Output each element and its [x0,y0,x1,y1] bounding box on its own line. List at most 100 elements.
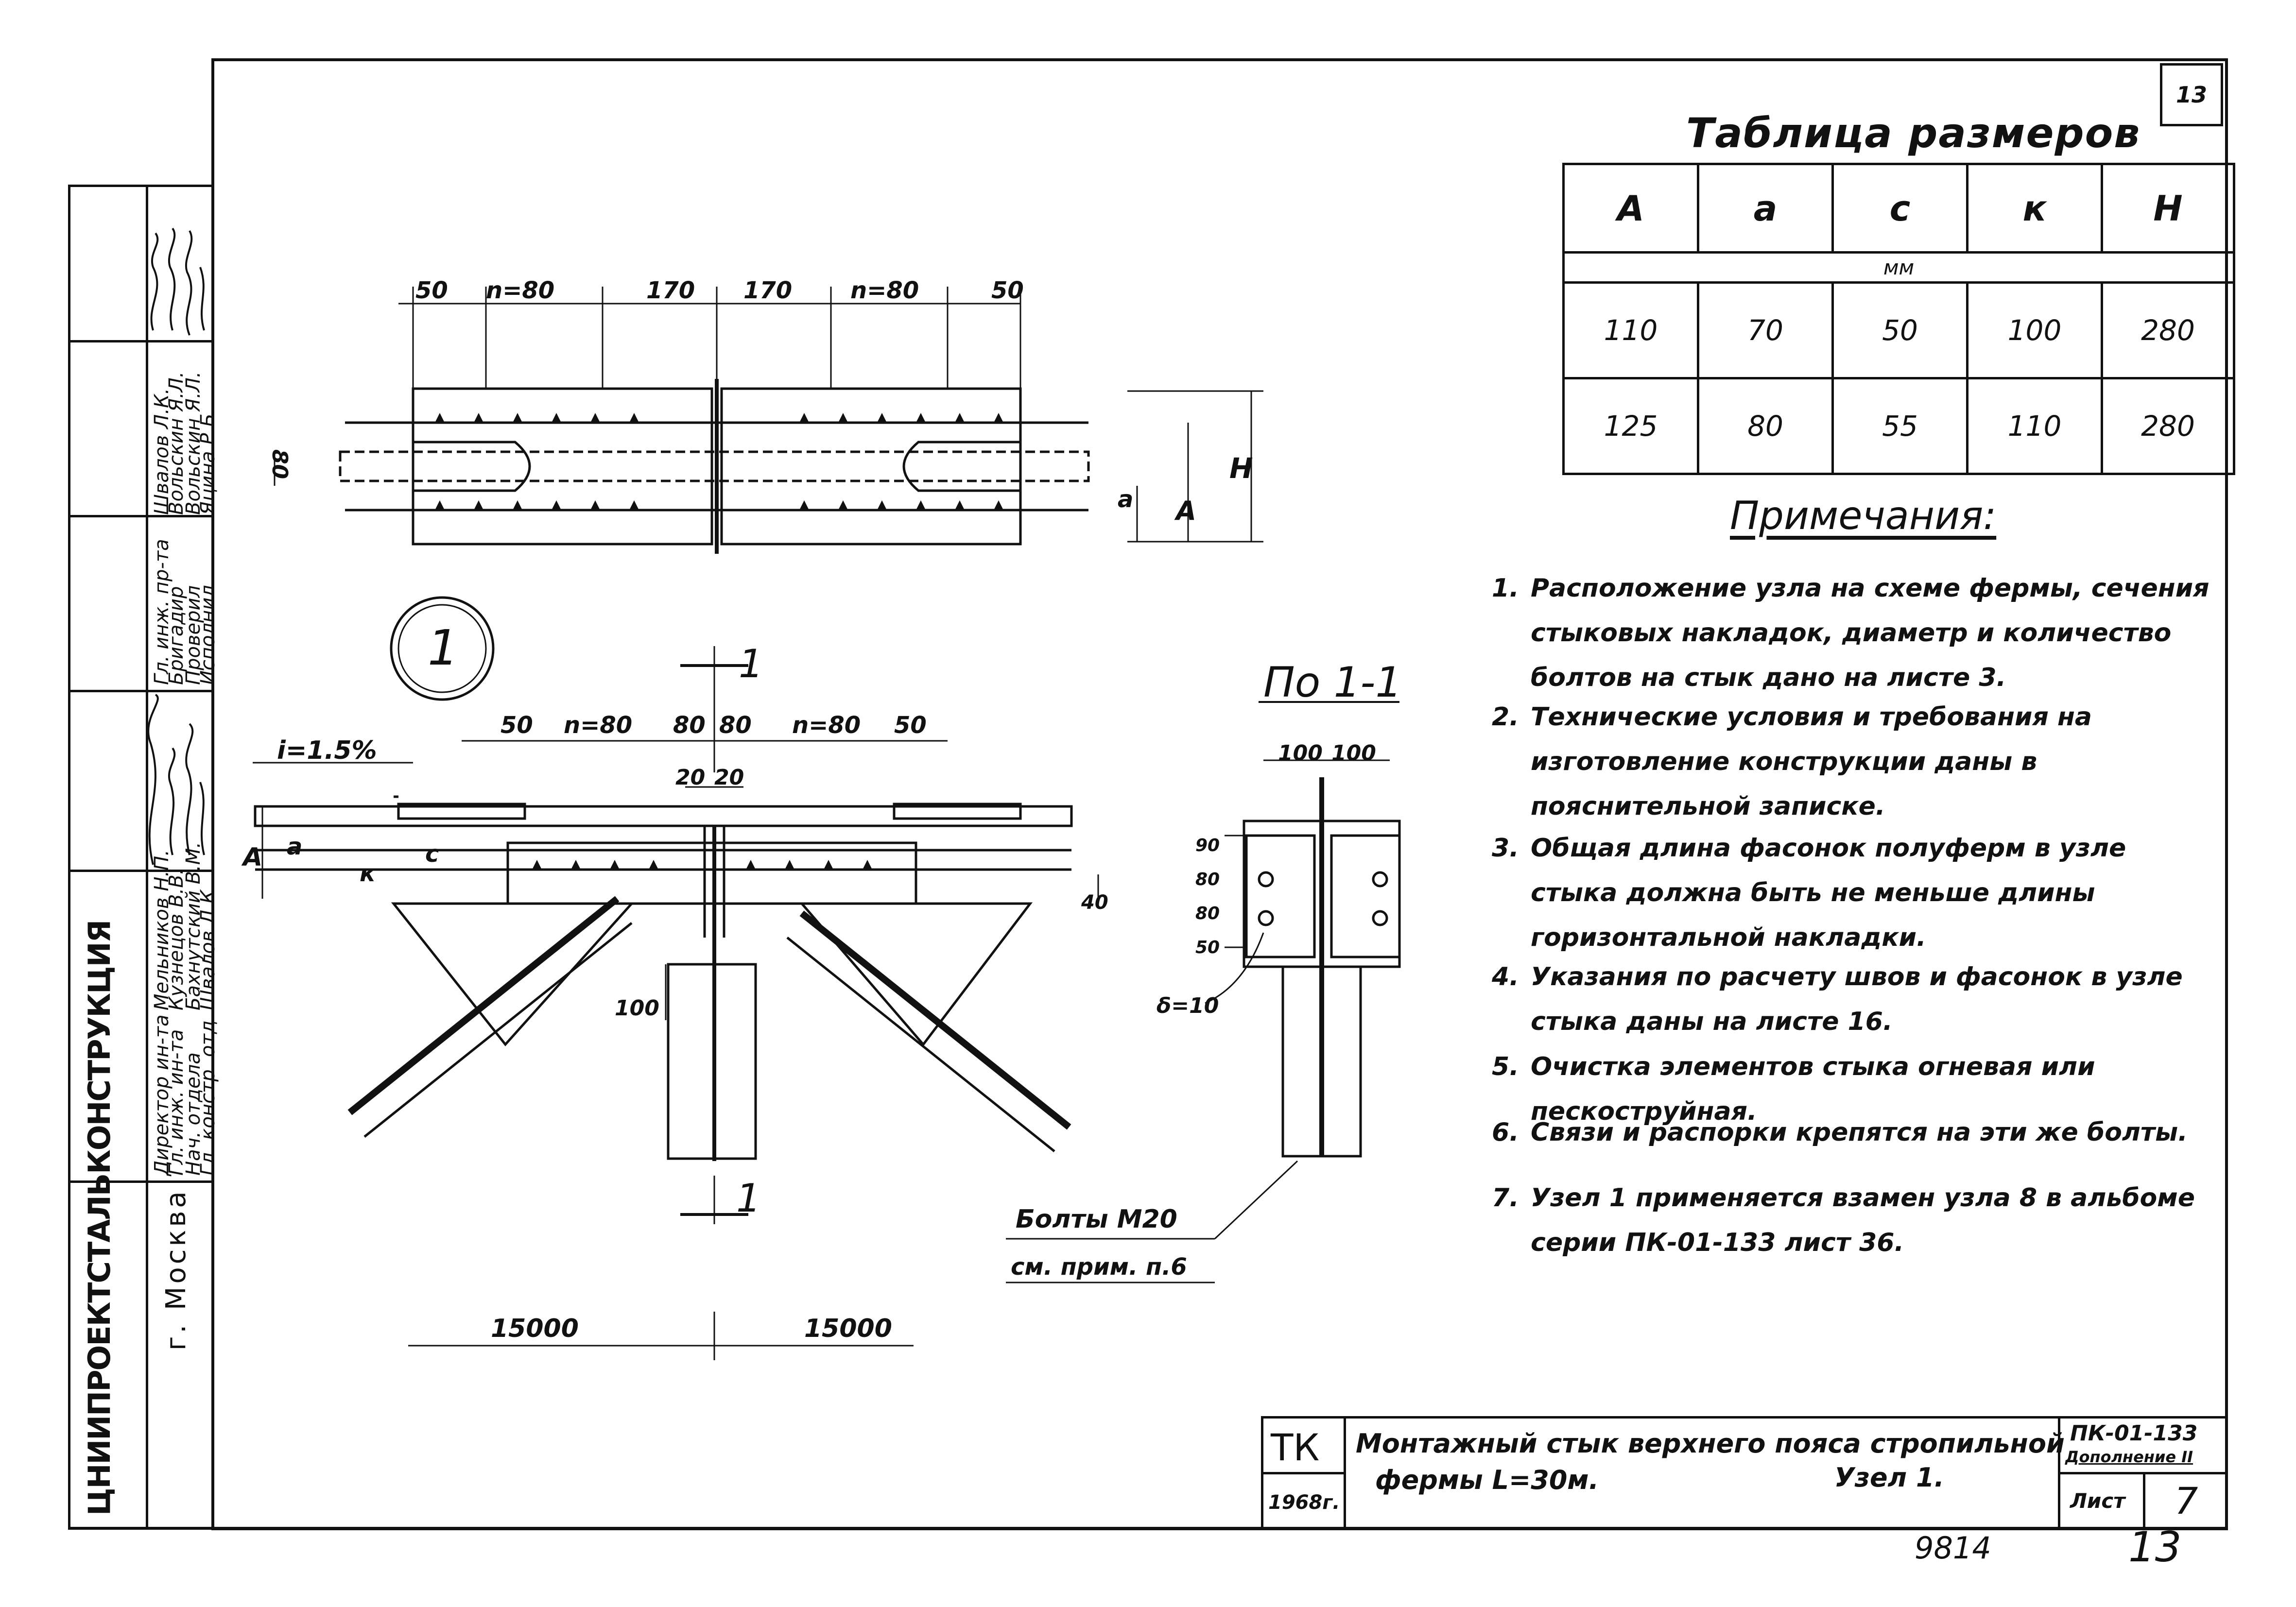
dim-label: 80 [673,712,706,739]
inventory-number: 9814 [1915,1530,1991,1566]
section-mark-top: 1 [739,641,763,686]
note-text: Технические условия и требования на изго… [1531,702,2092,821]
bolts-ref: см. прим. п.6 [1011,1253,1187,1281]
section-mark-bottom: 1 [736,1176,761,1221]
dim-label: 80 [267,449,293,479]
dim-label: 50 [894,712,927,739]
dim-label: 40 [1081,891,1108,914]
table-header: а [1697,163,1834,254]
note-number: 6. [1492,1118,1519,1147]
dim-label: Н [1229,452,1253,485]
thickness-label: δ=10 [1157,993,1219,1018]
table-cell: 125 [1562,377,1699,475]
dim-label: а [287,833,303,860]
span-left: 15000 [491,1314,579,1343]
table-header: Н [2101,163,2235,254]
note-item: 4. Указания по расчету швов и фасонок в у… [1492,955,2211,1044]
dim-label: 50 [501,712,533,739]
title-block-node: Узел 1. [1834,1462,1945,1493]
dim-label: 50 [415,277,448,304]
table-cell: 70 [1697,281,1834,379]
table-cell: 55 [1831,377,1968,475]
note-number: 3. [1492,834,1519,863]
table-cell: 50 [1831,281,1968,379]
dim-label: n=80 [486,277,555,304]
side-stamp-hline [68,515,211,517]
dim-label: 100 [615,996,659,1021]
note-item: 7. Узел 1 применяется взамен узла 8 в аль… [1492,1176,2211,1265]
note-number: 7. [1492,1183,1519,1213]
table-row: 125 80 55 110 280 [1562,377,2235,475]
dim-label: 100 [1278,741,1323,766]
title-block: ТК 1968г. Монтажный стык верхнего пояса … [1261,1416,2228,1530]
title-block-sheet-number: 7 [2175,1479,2198,1522]
note-item: 5. Очистка элементов стыка огневая или пе… [1492,1044,2211,1134]
note-item: 2. Технические условия и требования на из… [1492,695,2211,829]
dim-label: n=80 [564,712,633,739]
dim-label: 80 [1195,870,1220,889]
note-item: 1.Расположение узла на схеме фермы, сече… [1492,566,2211,700]
title-block-title-line2: фермы L=30м. [1375,1465,1599,1495]
dim-label: а [1118,486,1134,513]
section-title: По 1-1 [1263,658,1402,707]
table-cell: 110 [1966,377,2103,475]
note-number: 4. [1492,962,1519,992]
note-number: 2. [1492,702,1519,732]
note-text: Расположение узла на схеме фермы, сечени… [1531,574,2210,692]
note-text: Связи и распорки крепятся на эти же болт… [1531,1118,2188,1147]
page-number: 13 [2128,1523,2182,1572]
side-stamp-hline [68,870,211,872]
table-row: 110 70 50 100 280 [1562,281,2235,379]
dim-label: 170 [646,277,695,304]
dim-label: 80 [719,712,752,739]
title-block-year: 1968г. [1268,1491,1340,1514]
dim-label: n=80 [850,277,919,304]
table-header: А [1562,163,1699,254]
title-block-series: ПК-01-133 [2070,1421,2198,1446]
bolts-label: Болты М20 [1016,1205,1177,1234]
dim-label: с [425,840,439,868]
title-block-supplement: Дополнение II [2065,1448,2193,1466]
dim-label: n=80 [792,712,861,739]
dim-label: 90 [1195,836,1220,855]
dim-label: 80 [1195,904,1220,923]
title-block-title-line1: Монтажный стык верхнего пояса стропильно… [1356,1428,2065,1459]
node-drawing [253,287,1401,1360]
dim-label: 20 [675,765,706,790]
note-text: Указания по расчету швов и фасонок в узл… [1531,962,2183,1036]
note-item: 3.Общая длина фасонок полуферм в узле ст… [1492,826,2211,960]
note-text: Узел 1 применяется взамен узла 8 в альбо… [1531,1183,2195,1257]
span-right: 15000 [804,1314,892,1343]
side-stamp [68,185,211,1529]
table-cell: 80 [1697,377,1834,475]
sheet-number-top: 13 [2160,63,2223,126]
side-stamp-hline [68,1180,211,1183]
table-cell: 280 [2101,377,2235,475]
table-header: к [1966,163,2103,254]
note-item: 6. Связи и распорки крепятся на эти же бо… [1492,1110,2211,1155]
signatures [147,227,205,865]
frame-bottom-line [68,1527,2228,1530]
slope-label: i=1.5% [277,736,377,765]
dim-label: 100 [1331,741,1376,766]
side-stamp-hline [68,690,211,692]
dim-label: 20 [714,765,744,790]
dim-label: к [360,860,376,887]
title-block-sheet-label: Лист [2070,1489,2125,1513]
table-cell: 100 [1966,281,2103,379]
note-number: 5. [1492,1052,1519,1081]
dim-label: 170 [743,277,793,304]
note-text: Очистка элементов стыка огневая или песк… [1531,1052,2095,1126]
dim-label: 50 [1195,938,1220,957]
node-marker: 1 [428,619,459,676]
notes-title: Примечания: [1730,493,1997,538]
table-title: Таблица размеров [1686,109,2141,157]
size-table: А а с к Н мм 110 70 50 100 280 125 80 55… [1562,163,2235,475]
table-unit: мм [1562,251,2235,284]
title-block-sheet-cell [2143,1472,2228,1530]
dim-label: 50 [991,277,1024,304]
dim-label: А [1176,496,1196,526]
table-header: с [1831,163,1968,254]
table-cell: 280 [2101,281,2235,379]
side-stamp-divider [146,185,148,1529]
